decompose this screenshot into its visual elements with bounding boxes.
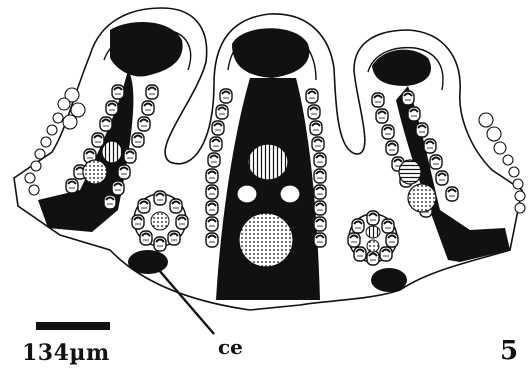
- left-basal-oval: [128, 250, 168, 274]
- right-fold-stippled-nucleus: [408, 184, 436, 212]
- center-fold-stippled-nucleus: [239, 213, 293, 267]
- left-fold-striated-body: [102, 141, 122, 163]
- scale-bar: [36, 322, 110, 330]
- right-fold-striated-body: [399, 160, 421, 184]
- right-basal-oval: [371, 268, 407, 292]
- left-fold-stippled-nucleus: [83, 160, 107, 184]
- center-fold-right-lobe: [280, 185, 300, 203]
- center-fold-left-lobe: [237, 185, 257, 203]
- figure-number: 5: [500, 336, 518, 366]
- center-fold-striated-body: [248, 144, 288, 180]
- scale-bar-label: 134µm: [22, 340, 110, 366]
- ce-label: ce: [218, 335, 243, 359]
- right-rosette: [348, 211, 398, 265]
- left-rosette: [132, 191, 188, 251]
